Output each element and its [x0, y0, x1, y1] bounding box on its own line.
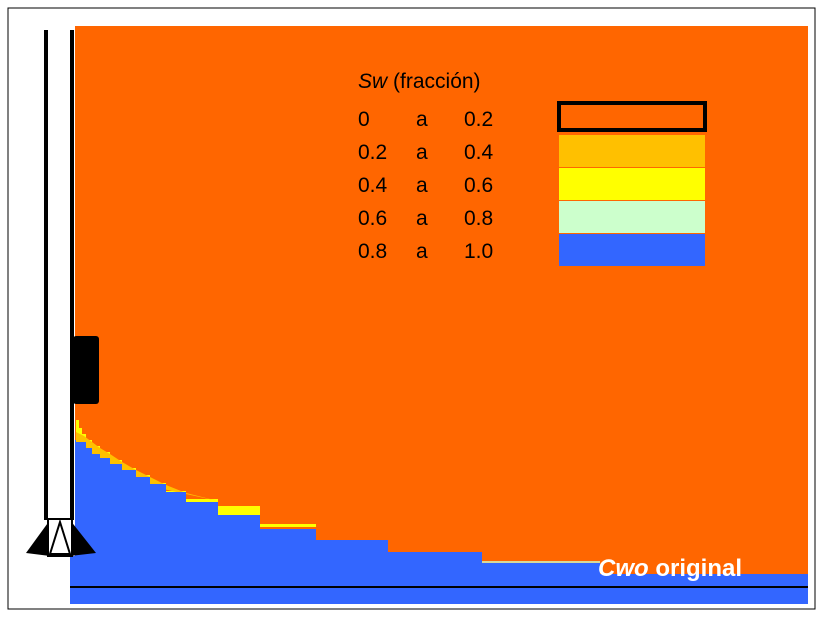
- well-base-left: [26, 520, 50, 556]
- legend-row-from: 0.2: [358, 141, 387, 164]
- cwo-label-rest: original: [649, 555, 742, 582]
- legend-title-var: Sw: [358, 70, 389, 93]
- legend-swatch: [559, 201, 705, 233]
- cwo-label-var: Cwo: [598, 555, 649, 582]
- legend-row-sep: a: [416, 108, 428, 131]
- legend-title: Sw (fracción): [358, 70, 481, 93]
- legend-row-sep: a: [416, 141, 428, 164]
- legend-row-to: 0.6: [464, 174, 493, 197]
- completion-interval: [73, 336, 99, 404]
- well-base-triangle: [48, 518, 72, 555]
- legend-row-sep: a: [416, 174, 428, 197]
- legend-swatch: [559, 135, 705, 167]
- cwo-original-label: Cwo original: [598, 555, 742, 582]
- legend-row-to: 0.4: [464, 141, 494, 164]
- water-cone: [70, 440, 808, 604]
- legend-swatch: [559, 234, 705, 266]
- legend-row-from: 0.6: [358, 207, 387, 230]
- wellbore-casing: [44, 26, 75, 556]
- legend-rows: 0 a 0.2 0.2 a 0.4 0.4 a 0.6 0.6 a 0.8 0.8 a 1.0: [358, 101, 707, 266]
- legend-row-from: 0: [358, 108, 370, 131]
- legend-row-to: 1.0: [464, 240, 493, 263]
- legend-row-to: 0.8: [464, 207, 493, 230]
- legend-title-rest: (fracción): [387, 70, 480, 93]
- legend-row-sep: a: [416, 207, 428, 230]
- legend-row-from: 0.8: [358, 240, 387, 263]
- legend-row-from: 0.4: [358, 174, 388, 197]
- legend-row-sep: a: [416, 240, 428, 263]
- legend-swatch: [559, 168, 705, 200]
- legend-swatch: [557, 101, 707, 132]
- well-base-right: [70, 520, 96, 556]
- legend: Sw (fracción) 0 a 0.2 0.2 a 0.4 0.4 a 0.6 0.6 a 0.8…: [358, 70, 707, 266]
- legend-row-to: 0.2: [464, 108, 493, 131]
